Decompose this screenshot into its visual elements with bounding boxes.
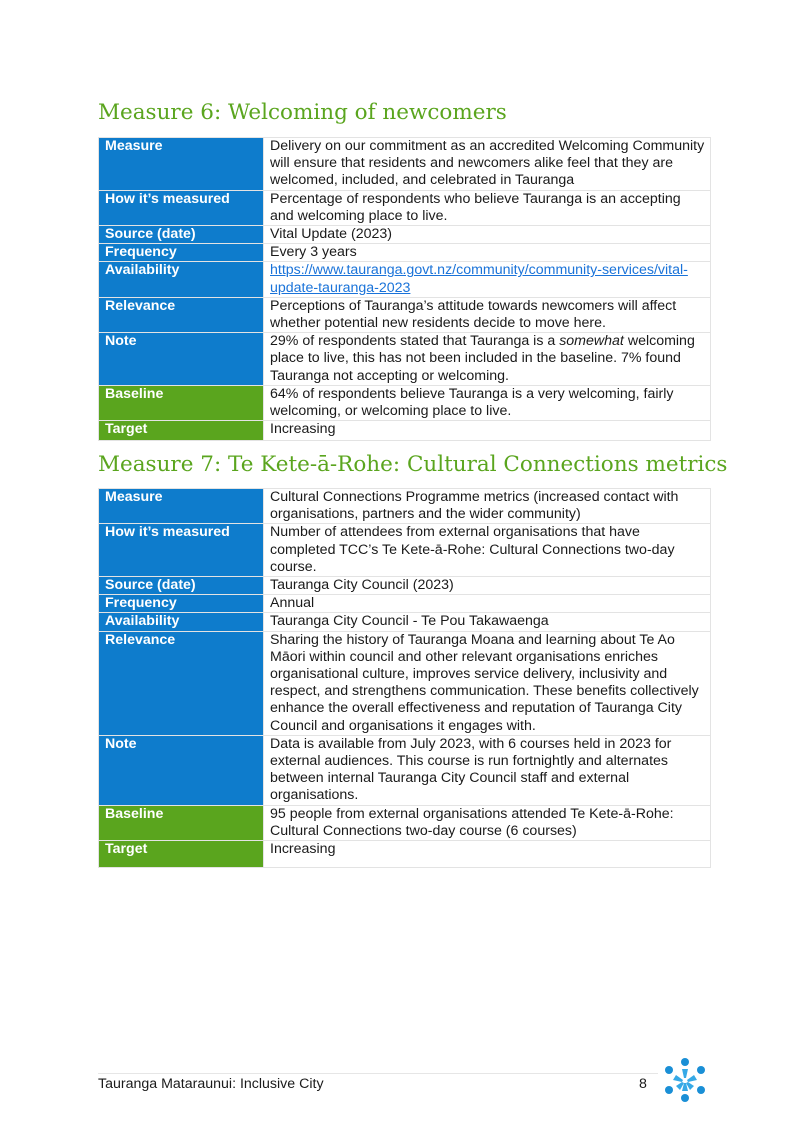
row-label: Target (98, 840, 264, 869)
row-value: Vital Update (2023) (263, 225, 711, 245)
row-label: Availability (98, 612, 264, 632)
row-label: Source (date) (98, 225, 264, 245)
row-label: Baseline (98, 384, 264, 422)
row-value: Sharing the history of Tauranga Moana an… (263, 630, 711, 736)
availability-link[interactable]: https://www.tauranga.govt.nz/community/c… (270, 262, 688, 296)
row-value: https://www.tauranga.govt.nz/community/c… (263, 261, 711, 298)
table-row: Baseline 95 people from external organis… (98, 804, 711, 842)
row-value: Percentage of respondents who believe Ta… (263, 189, 711, 227)
row-value: Increasing (263, 840, 711, 869)
row-label: Availability (98, 261, 264, 298)
row-value: Tauranga City Council - Te Pou Takawaeng… (263, 612, 711, 632)
row-label: Source (date) (98, 576, 264, 596)
measure-6-table: Measure Delivery on our commitment as an… (98, 137, 711, 442)
table-row: Frequency Annual (98, 594, 711, 614)
page-number: 8 (639, 1076, 647, 1092)
row-label: Frequency (98, 594, 264, 614)
row-label: Measure (98, 487, 264, 525)
row-label: How it’s measured (98, 189, 264, 227)
table-row: Relevance Perceptions of Tauranga’s atti… (98, 296, 711, 334)
row-label: Baseline (98, 804, 264, 842)
row-value: 64% of respondents believe Tauranga is a… (263, 384, 711, 422)
row-label: Target (98, 420, 264, 442)
table-row: Source (date) Vital Update (2023) (98, 225, 711, 245)
table-row: How it’s measured Number of attendees fr… (98, 523, 711, 578)
table-row: Baseline 64% of respondents believe Taur… (98, 384, 711, 422)
row-label: Relevance (98, 630, 264, 736)
row-value: Increasing (263, 420, 711, 442)
note-text-pre: 29% of respondents stated that Tauranga … (270, 333, 560, 350)
measure-7-heading: Measure 7: Te Kete-ā-Rohe: Cultural Conn… (98, 452, 728, 477)
row-label: How it’s measured (98, 523, 264, 578)
row-label: Relevance (98, 296, 264, 334)
table-row: Frequency Every 3 years (98, 243, 711, 263)
row-value: 95 people from external organisations at… (263, 804, 711, 842)
row-label: Note (98, 734, 264, 806)
row-value: Annual (263, 594, 711, 614)
row-value: Cultural Connections Programme metrics (… (263, 487, 711, 525)
table-row: Note 29% of respondents stated that Taur… (98, 332, 711, 386)
table-row: Source (date) Tauranga City Council (202… (98, 576, 711, 596)
row-value: Number of attendees from external organi… (263, 523, 711, 578)
table-row: Measure Cultural Connections Programme m… (98, 487, 711, 525)
row-label: Note (98, 332, 264, 386)
people-circle-logo-icon (665, 1058, 705, 1102)
row-value: Tauranga City Council (2023) (263, 576, 711, 596)
row-value: Data is available from July 2023, with 6… (263, 734, 711, 806)
row-value: Every 3 years (263, 243, 711, 263)
footer-divider (98, 1073, 658, 1074)
row-value: 29% of respondents stated that Tauranga … (263, 332, 711, 386)
table-row: Availability https://www.tauranga.govt.n… (98, 261, 711, 298)
table-row: Measure Delivery on our commitment as an… (98, 137, 711, 191)
table-row: Note Data is available from July 2023, w… (98, 734, 711, 806)
footer-title: Tauranga Mataraunui: Inclusive City (98, 1076, 324, 1092)
table-row: Availability Tauranga City Council - Te … (98, 612, 711, 632)
row-value: Delivery on our commitment as an accredi… (263, 137, 711, 191)
table-row: Target Increasing (98, 420, 711, 442)
row-label: Measure (98, 137, 264, 191)
table-row: Target Increasing (98, 840, 711, 869)
note-text-post: welcoming place to live, this has not be… (270, 333, 695, 384)
measure-6-heading: Measure 6: Welcoming of newcomers (98, 100, 507, 125)
table-row: Relevance Sharing the history of Taurang… (98, 630, 711, 736)
note-text-emphasis: somewhat (559, 333, 624, 350)
table-row: How it’s measured Percentage of responde… (98, 189, 711, 227)
row-label: Frequency (98, 243, 264, 263)
row-value: Perceptions of Tauranga’s attitude towar… (263, 296, 711, 334)
measure-7-table: Measure Cultural Connections Programme m… (98, 487, 711, 869)
